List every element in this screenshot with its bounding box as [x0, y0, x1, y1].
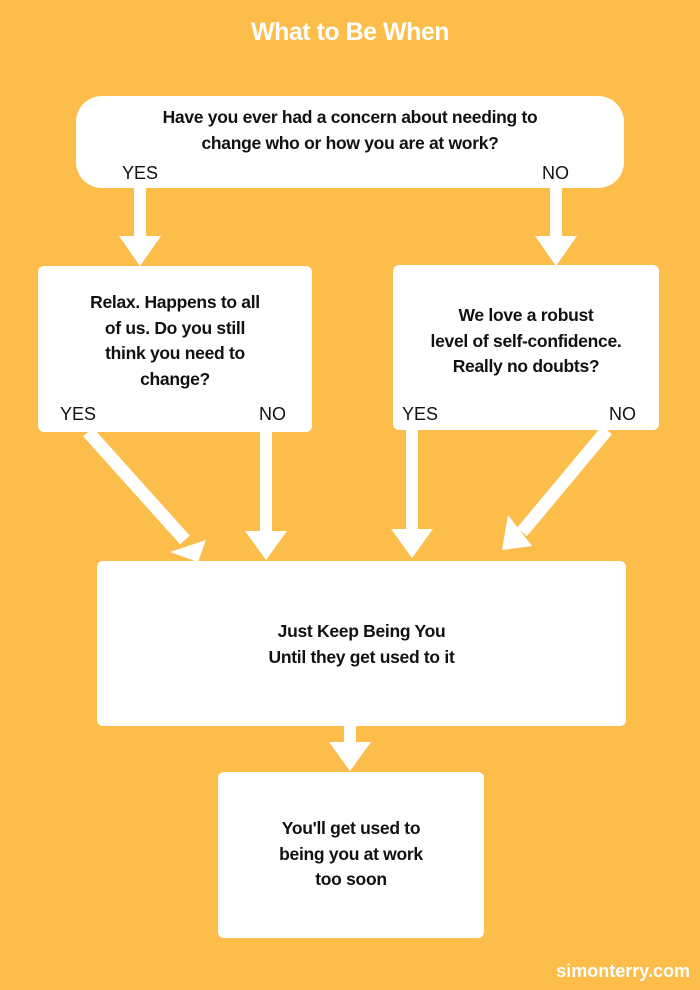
no-label: NO [609, 404, 636, 424]
result-text: You'll get used to [281, 818, 421, 838]
yes-label: YES [60, 404, 97, 424]
arrow-relax-no [245, 430, 287, 560]
result-box-end: You'll get used to being you at work too… [218, 772, 484, 938]
result-text: Until they get used to it [268, 646, 455, 667]
question-text: Relax. Happens to all [90, 292, 260, 312]
arrow-confident-no [517, 425, 612, 537]
footer-website: simonterry.com [556, 961, 690, 981]
page-title: What to Be When [250, 18, 450, 46]
question-text: change? [140, 368, 210, 389]
no-label: NO [259, 404, 286, 424]
result-text: Just Keep Being You [277, 621, 446, 641]
no-label: NO [542, 163, 569, 183]
question-box-confident: We love a robust level of self-confidenc… [393, 265, 659, 430]
question-text: change who or how you are at work? [201, 132, 499, 153]
question-text: level of self-confidence. [430, 330, 622, 351]
yes-label: YES [402, 404, 439, 424]
arrow-confident-yes [391, 428, 433, 558]
question-text: think you need to [105, 343, 245, 363]
result-box-keep: Just Keep Being You Until they get used … [97, 561, 626, 726]
question-box-relax: Relax. Happens to all of us. Do you stil… [38, 266, 312, 432]
question-text: Really no doubts? [452, 356, 600, 376]
question-text: Have you ever had a concern about needin… [162, 107, 538, 127]
arrow-relax-yes [83, 427, 190, 545]
arrow-start-no [535, 186, 577, 266]
result-text: too soon [315, 869, 387, 889]
question-text: We love a robust [458, 305, 594, 325]
yes-label: YES [122, 163, 159, 183]
result-text: being you at work [279, 843, 423, 864]
question-box-start: Have you ever had a concern about needin… [76, 96, 624, 188]
question-text: of us. Do you still [104, 317, 246, 338]
arrow-start-yes [119, 186, 161, 266]
arrow-keep-end [329, 724, 371, 771]
